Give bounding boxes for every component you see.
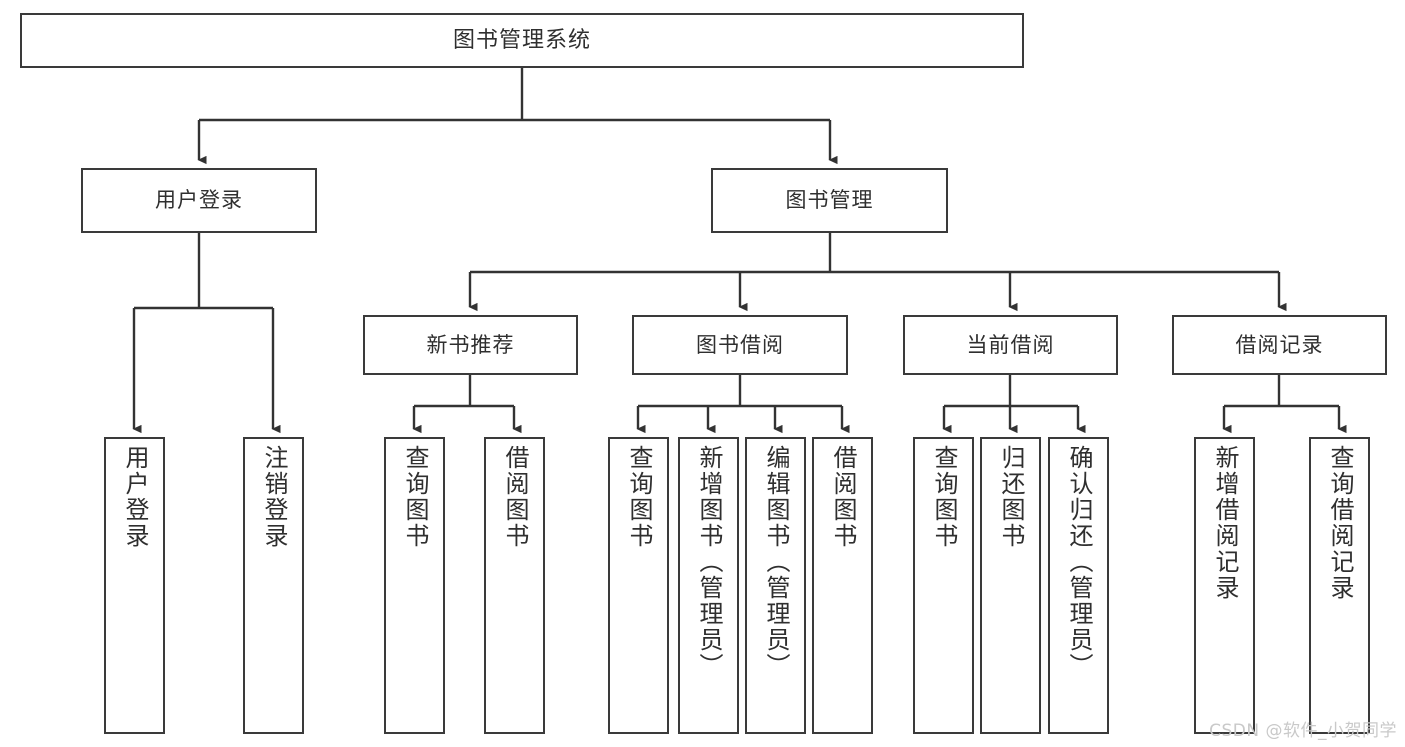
node-leaf-borrow-book-1[interactable]: 借阅图书 xyxy=(484,437,545,734)
node-new-book-recommend[interactable]: 新书推荐 xyxy=(363,315,578,375)
node-leaf-add-book[interactable]: 新增图书（管理员） xyxy=(678,437,739,734)
node-leaf-query-book-1[interactable]: 查询图书 xyxy=(384,437,445,734)
node-leaf-query-book-3[interactable]: 查询图书 xyxy=(913,437,974,734)
node-leaf-query-record[interactable]: 查询借阅记录 xyxy=(1309,437,1370,734)
node-label: 用户登录 xyxy=(120,445,149,549)
node-leaf-confirm-return[interactable]: 确认归还（管理员） xyxy=(1048,437,1109,734)
node-label: 图书管理 xyxy=(785,188,874,213)
node-label: 归还图书 xyxy=(996,445,1025,549)
node-label: 借阅图书 xyxy=(828,445,857,549)
node-label: 图书借阅 xyxy=(696,332,784,357)
node-label: 查询借阅记录 xyxy=(1325,445,1354,601)
node-label: 新增图书（管理员） xyxy=(694,445,723,679)
node-label: 借阅图书 xyxy=(500,445,529,549)
node-label: 确认归还（管理员） xyxy=(1064,445,1093,679)
node-book-manage[interactable]: 图书管理 xyxy=(711,168,948,233)
node-book-borrow[interactable]: 图书借阅 xyxy=(632,315,848,375)
node-label: 查询图书 xyxy=(624,445,653,549)
node-label: 借阅记录 xyxy=(1235,332,1324,357)
node-leaf-return-book[interactable]: 归还图书 xyxy=(980,437,1041,734)
node-label: 新书推荐 xyxy=(426,332,515,357)
node-label: 编辑图书（管理员） xyxy=(761,445,790,679)
node-root-system[interactable]: 图书管理系统 xyxy=(20,13,1024,68)
node-label: 图书管理系统 xyxy=(452,27,591,53)
node-leaf-add-record[interactable]: 新增借阅记录 xyxy=(1194,437,1255,734)
node-label: 新增借阅记录 xyxy=(1210,445,1239,601)
node-label: 注销登录 xyxy=(259,445,288,549)
node-leaf-query-book-2[interactable]: 查询图书 xyxy=(608,437,669,734)
node-label: 查询图书 xyxy=(400,445,429,549)
node-label: 当前借阅 xyxy=(966,332,1055,357)
node-label: 查询图书 xyxy=(929,445,958,549)
node-leaf-logout-login[interactable]: 注销登录 xyxy=(243,437,304,734)
watermark-text: CSDN @软件_小贺同学 xyxy=(1209,721,1397,741)
node-leaf-borrow-book-2[interactable]: 借阅图书 xyxy=(812,437,873,734)
node-user-login[interactable]: 用户登录 xyxy=(81,168,317,233)
node-leaf-edit-book[interactable]: 编辑图书（管理员） xyxy=(745,437,806,734)
node-leaf-user-login[interactable]: 用户登录 xyxy=(104,437,165,734)
node-current-borrow[interactable]: 当前借阅 xyxy=(903,315,1118,375)
node-label: 用户登录 xyxy=(155,188,243,213)
node-borrow-record[interactable]: 借阅记录 xyxy=(1172,315,1387,375)
